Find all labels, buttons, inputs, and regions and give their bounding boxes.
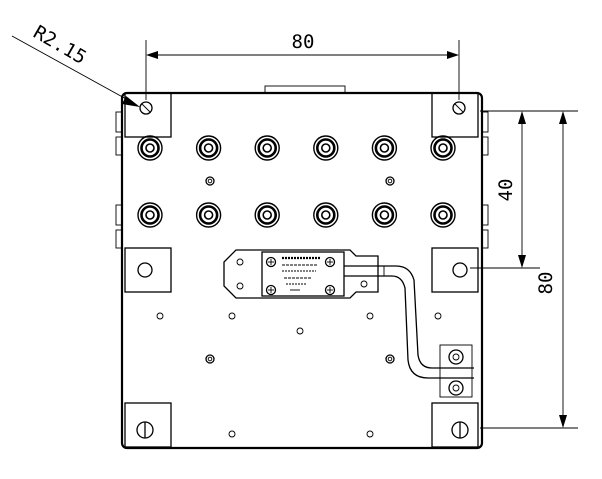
cable xyxy=(344,265,474,398)
connector-row-second xyxy=(137,202,456,228)
width-dimension-label: 80 xyxy=(292,31,315,53)
screw-head xyxy=(139,101,153,115)
chip-screw xyxy=(265,284,277,296)
sma-connector xyxy=(313,135,339,161)
cable-clamp-screw xyxy=(448,380,464,396)
cable-inner xyxy=(344,275,474,379)
side-boss xyxy=(481,111,489,133)
housing-outline xyxy=(120,91,484,450)
chip-screw xyxy=(265,256,277,268)
radius-dimension-label: R2.15 xyxy=(30,21,91,69)
pin-hole xyxy=(228,312,236,320)
mount-pad-mid-right xyxy=(431,247,479,293)
side-boss xyxy=(481,204,489,226)
sma-connector xyxy=(137,135,163,161)
inner-dimension-label: 40 xyxy=(495,179,517,202)
mount-pad-top-left xyxy=(124,92,172,138)
side-boss xyxy=(115,229,123,249)
sma-connector xyxy=(137,202,163,228)
mount-hole xyxy=(452,262,468,278)
side-boss xyxy=(481,136,489,156)
cable-clamp-screw xyxy=(448,349,464,365)
side-boss xyxy=(481,229,489,249)
sma-connector xyxy=(195,135,222,161)
connector-row-top xyxy=(137,135,456,161)
chip-marking xyxy=(282,256,320,291)
mount-pad-bottom-right xyxy=(431,402,479,448)
small-hole xyxy=(385,176,395,186)
small-hole xyxy=(385,354,395,364)
chip-screw xyxy=(324,284,336,296)
mount-hole xyxy=(137,262,153,278)
chip-carrier-outline xyxy=(223,249,379,299)
side-boss xyxy=(115,136,123,156)
pin-hole xyxy=(228,430,236,438)
sma-connector xyxy=(371,135,398,161)
cable-clamp xyxy=(439,344,473,398)
chip-body xyxy=(261,251,345,297)
mounting-pads xyxy=(124,92,479,448)
pin-hole xyxy=(366,312,374,320)
dimension-radius: R2.15 xyxy=(11,21,140,107)
mount-pad-mid-left xyxy=(124,247,172,293)
pin-hole xyxy=(156,312,164,320)
pin-hole xyxy=(296,327,304,335)
small-holes xyxy=(156,176,442,438)
pin-hole xyxy=(366,430,374,438)
sma-connector xyxy=(430,135,456,161)
housing xyxy=(115,85,489,450)
sma-connector xyxy=(430,202,456,228)
sma-connector xyxy=(313,202,339,228)
cable-outer xyxy=(344,265,474,369)
screw-head xyxy=(452,101,466,115)
chip-module xyxy=(223,249,379,299)
mount-pad-bottom-left xyxy=(124,402,172,448)
height-dimension-label: 80 xyxy=(535,272,557,295)
side-boss xyxy=(115,111,123,133)
mount-pad-top-right xyxy=(431,92,479,138)
chip-screw xyxy=(324,256,336,268)
side-boss xyxy=(115,204,123,226)
dimension-height: 80 xyxy=(480,110,578,429)
sma-connector xyxy=(254,202,280,228)
top-tab xyxy=(264,85,346,94)
small-hole xyxy=(205,176,215,186)
sma-connector xyxy=(254,135,280,161)
pin-hole xyxy=(434,312,442,320)
dimension-inner: 40 xyxy=(470,111,540,269)
small-hole xyxy=(205,354,215,364)
dimension-width: 80 xyxy=(145,31,460,100)
sma-connector xyxy=(371,202,398,228)
sma-connector xyxy=(195,202,222,228)
